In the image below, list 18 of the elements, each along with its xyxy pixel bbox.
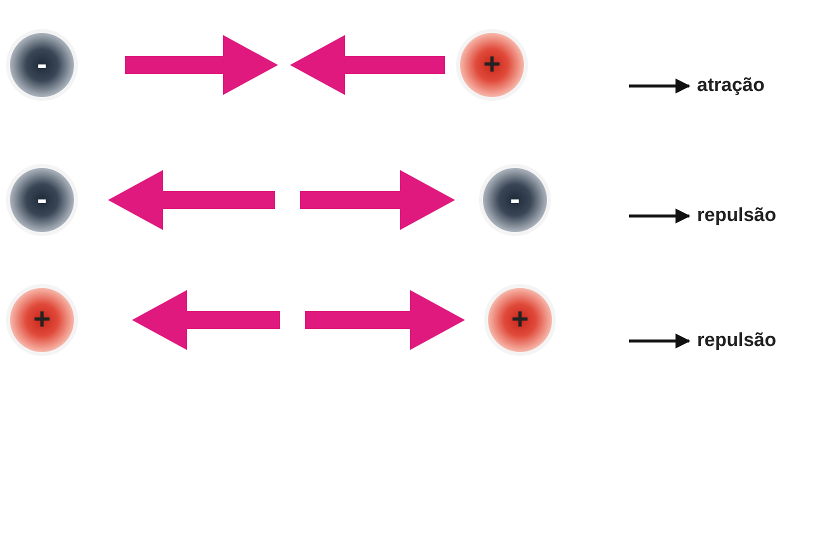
positive-charge: [460, 33, 524, 97]
charge-sign: -: [37, 185, 47, 215]
arrow: [629, 78, 690, 94]
arrow: [629, 334, 690, 348]
arrow: [629, 208, 690, 224]
negative-charge: [10, 168, 74, 232]
charge-sign: +: [33, 305, 51, 335]
force-type-label: repulsão: [697, 330, 776, 352]
force-type-label: atração: [697, 75, 765, 97]
charge-sign: +: [511, 305, 529, 335]
negative-charge: [483, 168, 547, 232]
charge-sign: -: [510, 185, 520, 215]
positive-charge: [10, 288, 74, 352]
charge-sign: +: [483, 50, 501, 80]
negative-charge: [10, 33, 74, 97]
charge-sign: -: [37, 50, 47, 80]
positive-charge: [488, 288, 552, 352]
force-type-label: repulsão: [697, 205, 776, 227]
